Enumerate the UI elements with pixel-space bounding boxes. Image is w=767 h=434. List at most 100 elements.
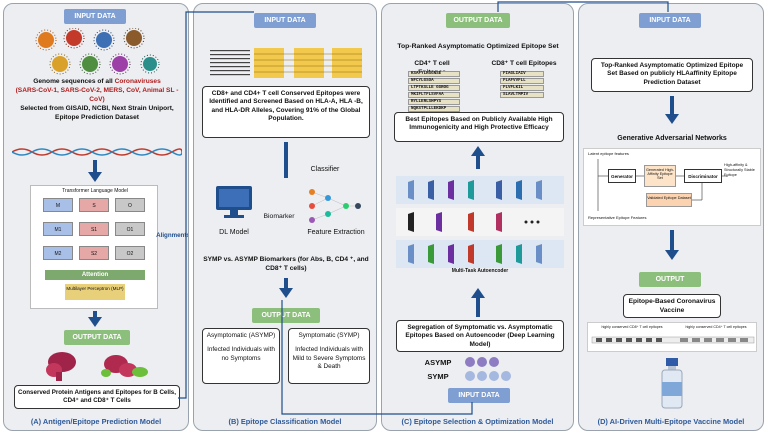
cd4-epitope-item: NQKSTPLLLEKDKP (408, 106, 460, 112)
cd4-epitope-item: KSAFYLRSGNSE (408, 71, 460, 77)
panel-antigen-prediction: INPUT DATA Genome sequences of all Coron… (3, 3, 189, 431)
construct-bar (591, 336, 755, 344)
representative-features-label: Representative Epitope Features (588, 215, 647, 220)
protein-icons (46, 352, 148, 381)
feature-extraction-label: Feature Extraction (307, 229, 365, 236)
cd8-epitope-item: FLVFLKIL (500, 85, 544, 91)
dna-strand-icon (12, 148, 182, 156)
dl-model-label: DL Model (219, 229, 249, 236)
asymptomatic-box: Asymptomatic (ASYMP) Infected Individual… (202, 328, 280, 384)
cd8-epitopes-label: highly conserved CD8⁺ T cell epitopes (601, 325, 663, 329)
genome-coronaviruses: Coronaviruses (114, 78, 161, 85)
generator-block[interactable]: Generator (608, 169, 636, 183)
cd4-epitope-item: RYLLERLSHPYS (408, 99, 460, 105)
transformer-cell: S1 (79, 222, 109, 236)
gan-connections (597, 159, 728, 211)
down-arrow-icon (665, 250, 679, 260)
mlp-block: Multilayer Perceptron (MLP) (65, 284, 125, 300)
vaccine-output-box: Epitope-Based Coronavirus Vaccine (623, 294, 721, 318)
symp-title: Symptomatic (SYMP) (298, 332, 360, 339)
arrow-shaft (284, 142, 288, 178)
symp-asymp-biomarkers: SYMP vs. ASYMP Biomarkers (for Abs, B, C… (203, 256, 369, 272)
cell-icons (465, 357, 511, 381)
down-arrow-icon (88, 172, 102, 182)
asymp-title: Asymptomatic (ASYMP) (206, 332, 276, 339)
arrow-shaft (284, 278, 288, 290)
virus-icon (109, 53, 131, 75)
virus-icon (123, 28, 145, 49)
arrow-shaft (670, 96, 674, 116)
arrow-shaft (670, 230, 674, 252)
virus-icons (35, 28, 160, 75)
symptomatic-box: Symptomatic (SYMP) Infected Individuals … (288, 328, 370, 384)
vaccine-construct: highly conserved CD8⁺ T cell epitopes hi… (587, 322, 757, 352)
cd4-epitopes-label: highly conserved CD4⁺ T cell epitopes (685, 325, 747, 329)
symp-desc: Infected Individuals with Mild to Severe… (292, 346, 366, 370)
output-data-header: OUTPUT DATA (252, 308, 320, 323)
cd4-epitope-item: LTPTKSLLE GGROG (408, 85, 460, 91)
panel-b-caption: (B) Epitope Classification Model (228, 417, 342, 426)
arrow-shaft (93, 311, 97, 319)
virus-icon (79, 53, 101, 75)
encoder-row-2 (408, 212, 540, 232)
virus-icon (140, 54, 160, 74)
multi-task-autoencoder: Multi-Task Autoencoder (396, 174, 564, 278)
input-data-header: INPUT DATA (448, 388, 510, 403)
biomarker-label: Biomarker (263, 213, 295, 220)
sequence-alignment-image (210, 44, 362, 80)
asymp-label: ASYMP (424, 358, 452, 367)
virus-icon (93, 29, 115, 51)
up-arrow-icon (471, 146, 485, 156)
genome-post: Selected from GISAID, NCBI, Next Strain … (20, 104, 174, 121)
output-data-header: OUTPUT DATA (446, 13, 510, 28)
computer-icon (216, 186, 252, 218)
cd8-title: CD8⁺ T cell Epitopes (491, 60, 557, 67)
generated-epitope-block: Generated High-Affinity Epitope Set (644, 165, 676, 187)
epitope-icon (101, 355, 148, 377)
cd8-epitope-item: SLAVLTMPIV (500, 92, 544, 98)
transformer-cell: S (79, 198, 109, 212)
protein-antigen-icon (46, 352, 76, 381)
cd8-epitope-item: FIAGLIAIV (500, 71, 544, 77)
classifier-label: Classifier (310, 166, 340, 173)
attention-block: Attention (45, 270, 145, 280)
mta-label: Multi-Task Autoencoder (451, 268, 509, 274)
transformer-cell: M1 (43, 222, 73, 236)
transformer-cell: O1 (115, 222, 145, 236)
down-arrow-icon (279, 288, 293, 298)
segregation-box: Segregation of Symptomatic vs. Asymptoma… (396, 320, 564, 352)
transformer-cell: O (115, 198, 145, 212)
alignments-label: Alignments (156, 232, 189, 239)
genome-text: Genome sequences of all Coronaviruses (S… (10, 78, 184, 122)
up-arrow-icon (471, 288, 485, 298)
transformer-cell: M2 (43, 246, 73, 260)
cd8-epitope-item: FLAFVVFLL (500, 78, 544, 84)
top-ranked-input-box: Top-Ranked Asymptomatic Optimized Epitop… (591, 58, 753, 92)
conserved-antigens-box: Conserved Protein Antigens and Epitopes … (14, 385, 180, 409)
encoder-row-1 (408, 180, 542, 200)
cd4-epitope-item: MKIFLTFLSVFAA (408, 92, 460, 98)
virus-icon (63, 28, 85, 49)
cd4-epitope-item: NFCYLGSOA (408, 78, 460, 84)
genome-list: (SARS-CoV-1, SARS-CoV-2, MERS, CoV, Anim… (15, 86, 179, 103)
gan-diagram: Latent epitope features Generator Genera… (583, 148, 761, 226)
high-affinity-label: High-affinity & Structurally Stable Epit… (724, 163, 755, 178)
output-data-header: OUTPUT DATA (64, 330, 130, 345)
panel-epitope-classification: INPUT DATA CD8+ and CD4+ T cell Conserve… (193, 3, 377, 431)
vaccine-vial-icon (661, 358, 683, 409)
input-data-header: INPUT DATA (64, 9, 126, 24)
alignment-grid (210, 48, 362, 78)
asymp-desc: Infected Individuals with no Symptoms (207, 346, 275, 362)
arrow-shaft (476, 297, 480, 317)
virus-icon (49, 53, 71, 75)
discriminator-block[interactable]: Discriminator (684, 169, 722, 183)
genome-pre: Genome sequences of all (33, 78, 115, 85)
panel-d-caption: (D) AI-Driven Multi-Epitope Vaccine Mode… (597, 417, 745, 426)
arrow-shaft (93, 160, 97, 174)
cd8-cd4-input-box: CD8+ and CD4+ T cell Conserved Epitopes … (202, 86, 370, 138)
arrow-shaft (476, 155, 480, 169)
autoencoder-diagram (396, 176, 564, 268)
